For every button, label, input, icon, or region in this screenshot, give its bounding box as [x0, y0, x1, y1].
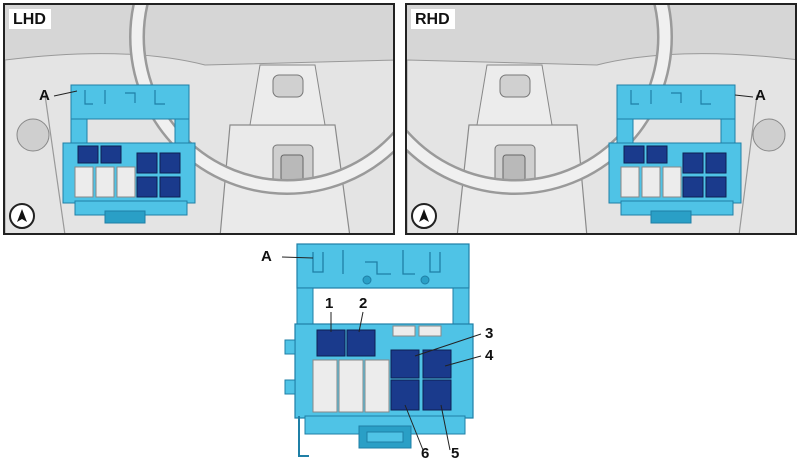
lhd-label: LHD: [9, 9, 51, 29]
fuse-label-1: 1: [325, 295, 334, 312]
north-arrow-icon: [9, 203, 35, 229]
fuse-label-2: 2: [359, 295, 368, 312]
rhd-bracket-callout: A: [755, 87, 766, 104]
lhd-dashboard-illustration: [5, 5, 393, 233]
fuse-label-4: 4: [485, 347, 494, 364]
detail-bracket-callout: A: [261, 248, 272, 265]
lhd-bracket-callout: A: [39, 87, 50, 104]
rhd-label: RHD: [411, 9, 455, 29]
fuse-label-5: 5: [451, 445, 460, 462]
rhd-fuse-bracket: [608, 84, 742, 224]
rhd-dashboard-illustration: [407, 5, 795, 233]
rhd-panel: RHD A: [405, 3, 797, 235]
fuse-box-detail: A 1 2 3 4 5 6: [255, 240, 515, 468]
north-arrow-icon: [411, 203, 437, 229]
fuse-box-detail-illustration: [281, 243, 482, 457]
fuse-label-3: 3: [485, 325, 494, 342]
fuse-label-6: 6: [421, 445, 430, 462]
lhd-panel: LHD A: [3, 3, 395, 235]
lhd-fuse-bracket: [62, 84, 196, 224]
